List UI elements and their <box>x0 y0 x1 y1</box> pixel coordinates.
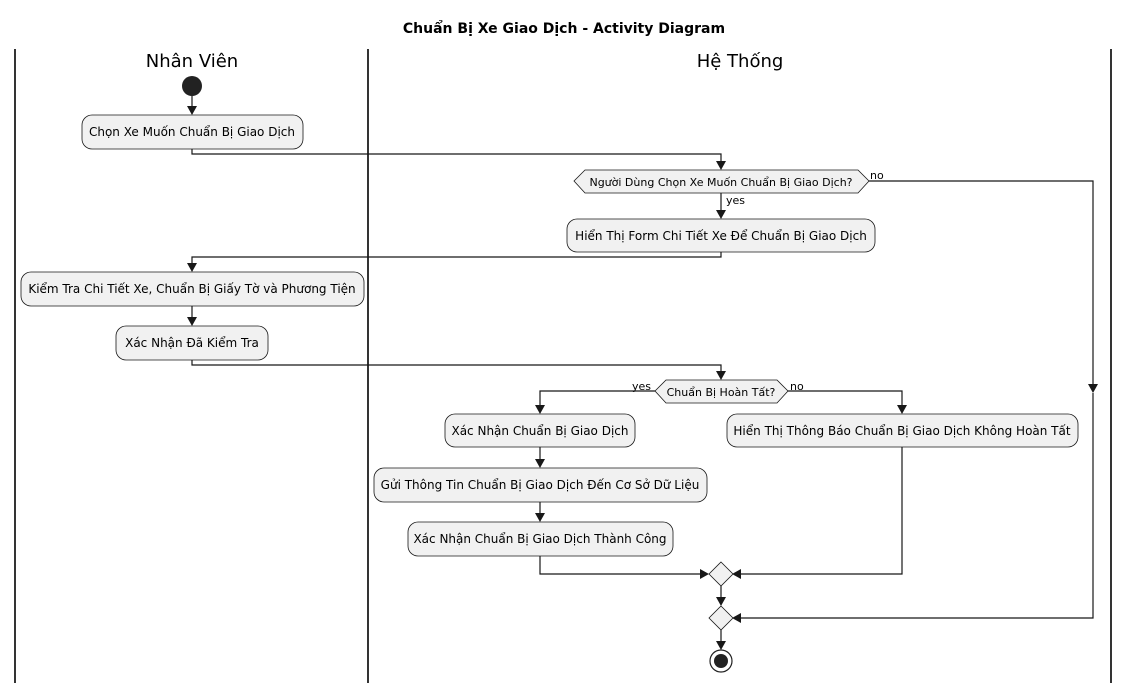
diagram-title: Chuẩn Bị Xe Giao Dịch - Activity Diagram <box>403 20 725 37</box>
start-node <box>182 76 202 96</box>
swimlane-system-title: Hệ Thống <box>697 51 784 72</box>
decision-prep-complete-label: Chuẩn Bị Hoàn Tất? <box>667 386 776 399</box>
merge-node-1 <box>708 561 734 587</box>
action-check-details-label: Kiểm Tra Chi Tiết Xe, Chuẩn Bị Giấy Tờ v… <box>28 282 355 296</box>
action-send-info-label: Gửi Thông Tin Chuẩn Bị Giao Dịch Đến Cơ … <box>381 478 700 492</box>
action-show-incomplete-label: Hiển Thị Thông Báo Chuẩn Bị Giao Dịch Kh… <box>733 424 1070 438</box>
action-select-vehicle-label: Chọn Xe Muốn Chuẩn Bị Giao Dịch <box>89 125 295 139</box>
branch-no-label-2: no <box>790 380 804 393</box>
merge-node-2 <box>708 605 734 631</box>
swimlane-employee-title: Nhân Viên <box>146 51 238 72</box>
decision-user-selected-label: Người Dùng Chọn Xe Muốn Chuẩn Bị Giao Dị… <box>589 176 852 189</box>
end-node <box>709 649 733 673</box>
branch-no-label-1: no <box>870 169 884 182</box>
action-confirm-prep-label: Xác Nhận Chuẩn Bị Giao Dịch <box>451 424 628 438</box>
action-confirm-success-label: Xác Nhận Chuẩn Bị Giao Dịch Thành Công <box>413 532 666 546</box>
branch-yes-label-1: yes <box>726 194 745 207</box>
action-confirm-checked-label: Xác Nhận Đã Kiểm Tra <box>125 336 259 350</box>
end-node-core <box>714 654 728 668</box>
action-show-form-label: Hiển Thị Form Chi Tiết Xe Để Chuẩn Bị Gi… <box>575 229 867 243</box>
branch-yes-label-2: yes <box>632 380 651 393</box>
